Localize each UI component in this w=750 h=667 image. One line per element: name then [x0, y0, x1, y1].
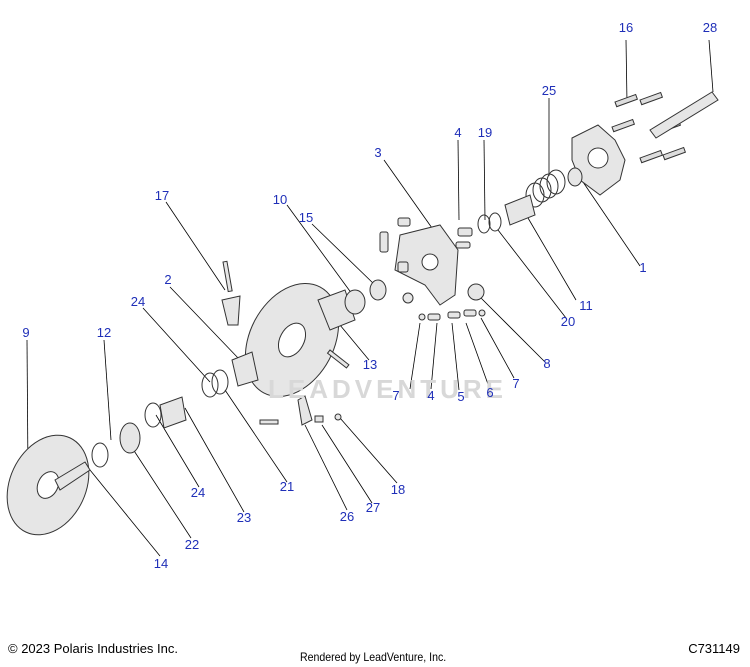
- copyright-text: © 2023 Polaris Industries Inc.: [8, 641, 178, 656]
- callout-7-left[interactable]: 7: [392, 388, 400, 403]
- spring: [525, 169, 566, 208]
- bolts: [611, 91, 687, 164]
- callout-12[interactable]: 12: [96, 325, 112, 340]
- callout-10[interactable]: 10: [272, 192, 288, 207]
- callout-5[interactable]: 5: [457, 389, 465, 404]
- callout-28[interactable]: 28: [702, 20, 718, 35]
- callout-3[interactable]: 3: [374, 145, 382, 160]
- callout-24-bottom[interactable]: 24: [190, 485, 206, 500]
- callout-11[interactable]: 11: [579, 298, 593, 313]
- bushing-2: [231, 351, 259, 387]
- callout-7-right[interactable]: 7: [512, 376, 520, 391]
- callout-4-bottom[interactable]: 4: [427, 388, 435, 403]
- bushing: [344, 289, 366, 315]
- callout-6[interactable]: 6: [486, 385, 494, 400]
- callout-1[interactable]: 1: [639, 260, 647, 275]
- callout-14[interactable]: 14: [153, 556, 169, 571]
- ring: [477, 214, 491, 234]
- bearing: [119, 422, 141, 454]
- callout-8[interactable]: 8: [543, 356, 551, 371]
- callout-4-top[interactable]: 4: [454, 125, 462, 140]
- leader-lines: [26, 39, 714, 557]
- callout-26[interactable]: 26: [339, 509, 355, 524]
- callout-22[interactable]: 22: [184, 537, 200, 552]
- callout-17[interactable]: 17: [154, 188, 170, 203]
- callout-16[interactable]: 16: [618, 20, 634, 35]
- callout-18[interactable]: 18: [390, 482, 406, 497]
- watermark: LEADVENTURE: [268, 374, 508, 404]
- callout-24-top[interactable]: 24: [130, 294, 146, 309]
- callout-23[interactable]: 23: [236, 510, 252, 525]
- rendered-by-text: Rendered by LeadVenture, Inc.: [300, 650, 447, 664]
- callout-13[interactable]: 13: [362, 357, 378, 372]
- callout-21[interactable]: 21: [279, 479, 295, 494]
- sleeve: [504, 194, 536, 226]
- callout-19[interactable]: 19: [477, 125, 493, 140]
- parts: [6, 91, 719, 536]
- callout-9[interactable]: 9: [22, 325, 30, 340]
- callout-2[interactable]: 2: [164, 272, 172, 287]
- callout-15[interactable]: 15: [298, 210, 314, 225]
- long-bolt: [649, 91, 719, 139]
- diagram-code: C731149: [688, 641, 740, 656]
- callout-25[interactable]: 25: [541, 83, 557, 98]
- callout-27[interactable]: 27: [365, 500, 381, 515]
- callout-20[interactable]: 20: [560, 314, 576, 329]
